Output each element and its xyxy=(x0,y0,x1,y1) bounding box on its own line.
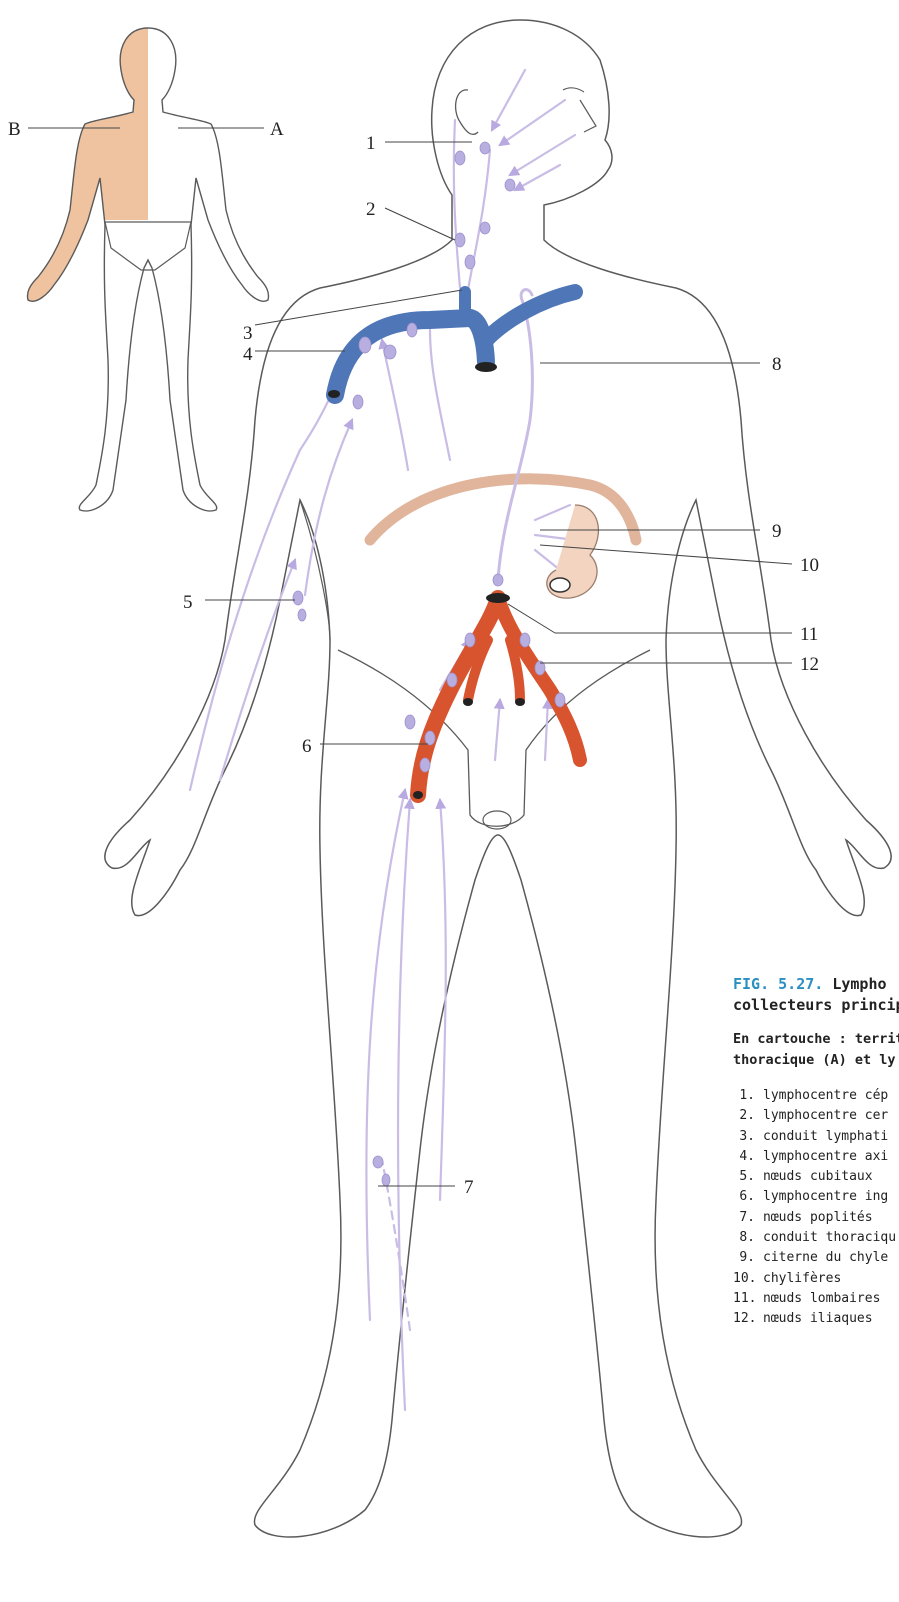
vessel-arm-3 xyxy=(305,420,352,595)
inset-label-a: A xyxy=(270,119,284,140)
briefs xyxy=(338,650,650,826)
legend-item: 6.lymphocentre ing xyxy=(733,1187,899,1207)
node-axillary xyxy=(384,345,396,359)
callout-11: 11 xyxy=(800,624,818,645)
ear xyxy=(456,90,478,135)
legend-item: 9.citerne du chyle xyxy=(733,1248,899,1268)
vessel-face-1 xyxy=(500,100,565,145)
node-cubital xyxy=(298,609,306,621)
callout-lines xyxy=(205,142,792,1186)
node-lumbar xyxy=(520,633,530,647)
node-iliac xyxy=(555,693,565,707)
callout-7: 7 xyxy=(464,1177,474,1198)
node-popliteal xyxy=(373,1156,383,1168)
vessel-neck-2 xyxy=(454,120,460,288)
legend-item: 3.conduit lymphati xyxy=(733,1127,899,1147)
callout-6: 6 xyxy=(302,736,312,757)
node-cubital xyxy=(293,591,303,605)
node-inguinal xyxy=(405,715,415,729)
nose xyxy=(580,100,596,132)
legend-item: 7.nœuds poplités xyxy=(733,1208,899,1228)
callout-2: 2 xyxy=(366,199,376,220)
vessel-leg-3 xyxy=(440,800,446,1200)
node-cephalic xyxy=(455,151,465,165)
node-iliac xyxy=(447,673,457,687)
intestine-loop xyxy=(547,505,599,598)
vessel-arm-1 xyxy=(190,360,345,790)
subclavian-vein-left xyxy=(335,318,470,395)
vein-cut-end-arm xyxy=(328,390,340,398)
figure-number: FIG. 5.27. xyxy=(733,975,823,993)
node-cervical xyxy=(455,233,465,247)
caption-title-line2: collecteurs princip xyxy=(733,995,899,1016)
inset-body xyxy=(27,28,268,511)
caption-subtitle-line2: thoracique (A) et ly xyxy=(733,1050,899,1071)
node-cephalic xyxy=(505,179,515,191)
vessel-thorax-left xyxy=(430,330,450,460)
callout-9: 9 xyxy=(772,521,782,542)
node-axillary xyxy=(353,395,363,409)
legend-list: 1.lymphocentre cép 2.lymphocentre cer 3.… xyxy=(733,1086,899,1330)
legend-item: 4.lymphocentre axi xyxy=(733,1147,899,1167)
callout-3: 3 xyxy=(243,323,253,344)
node-cervical xyxy=(465,255,475,269)
caption-title: FIG. 5.27. Lympho collecteurs princip xyxy=(733,974,899,1016)
callout-8: 8 xyxy=(772,354,782,375)
callout-1: 1 xyxy=(366,133,376,154)
legend-item: 5.nœuds cubitaux xyxy=(733,1167,899,1187)
caption-subtitle: En cartouche : territ thoracique (A) et … xyxy=(733,1029,899,1071)
node-cephalic xyxy=(480,142,490,154)
node-axillary xyxy=(407,323,417,337)
lymph-nodes xyxy=(293,142,565,1186)
legend-item: 1.lymphocentre cép xyxy=(733,1086,899,1106)
node-cervical xyxy=(480,222,490,234)
node-cisterna xyxy=(493,574,503,586)
vessel-abdomen-2 xyxy=(495,700,500,760)
inset-right-territory xyxy=(27,28,148,301)
femoral-cut-end xyxy=(413,791,423,799)
legend-item: 8.conduit thoraciqu xyxy=(733,1228,899,1248)
iliac-cut-end-2 xyxy=(515,698,525,706)
callout-12: 12 xyxy=(800,654,819,675)
iliac-cut-end-1 xyxy=(463,698,473,706)
vessel-thorax-left-2 xyxy=(382,340,408,470)
lymph-vessels xyxy=(190,70,575,1410)
caption-title-line1: Lympho xyxy=(832,975,886,993)
callout-10: 10 xyxy=(800,555,819,576)
callout-labels: 1 2 3 4 5 6 7 8 9 10 11 12 B A xyxy=(8,119,819,1198)
node-axillary xyxy=(359,337,371,353)
callout-5: 5 xyxy=(183,592,193,613)
inset-label-b: B xyxy=(8,119,21,140)
callout-4: 4 xyxy=(243,344,253,365)
node-lumbar xyxy=(465,633,475,647)
caption-subtitle-line1: En cartouche : territ xyxy=(733,1029,899,1050)
inset-briefs xyxy=(105,222,191,270)
intestine-cut xyxy=(550,578,570,592)
aorta-cut-end xyxy=(486,593,510,603)
vessel-face-2 xyxy=(510,135,575,175)
legend-item: 10.chylifères xyxy=(733,1269,899,1289)
eye xyxy=(563,88,584,92)
figure-caption: FIG. 5.27. Lympho collecteurs princip En… xyxy=(733,974,899,1330)
node-popliteal xyxy=(382,1174,390,1186)
vein-cut-end xyxy=(475,362,497,372)
legend-item: 11.nœuds lombaires xyxy=(733,1289,899,1309)
legend-item: 2.lymphocentre cer xyxy=(733,1106,899,1126)
node-inguinal xyxy=(425,731,435,745)
vessel-abdomen-3 xyxy=(545,700,548,760)
vessel-scalp xyxy=(492,70,525,130)
node-inguinal xyxy=(420,758,430,772)
aorta-right xyxy=(498,598,580,760)
vessel-leg-1 xyxy=(398,800,410,1410)
legend-item: 12.nœuds iliaques xyxy=(733,1309,899,1329)
